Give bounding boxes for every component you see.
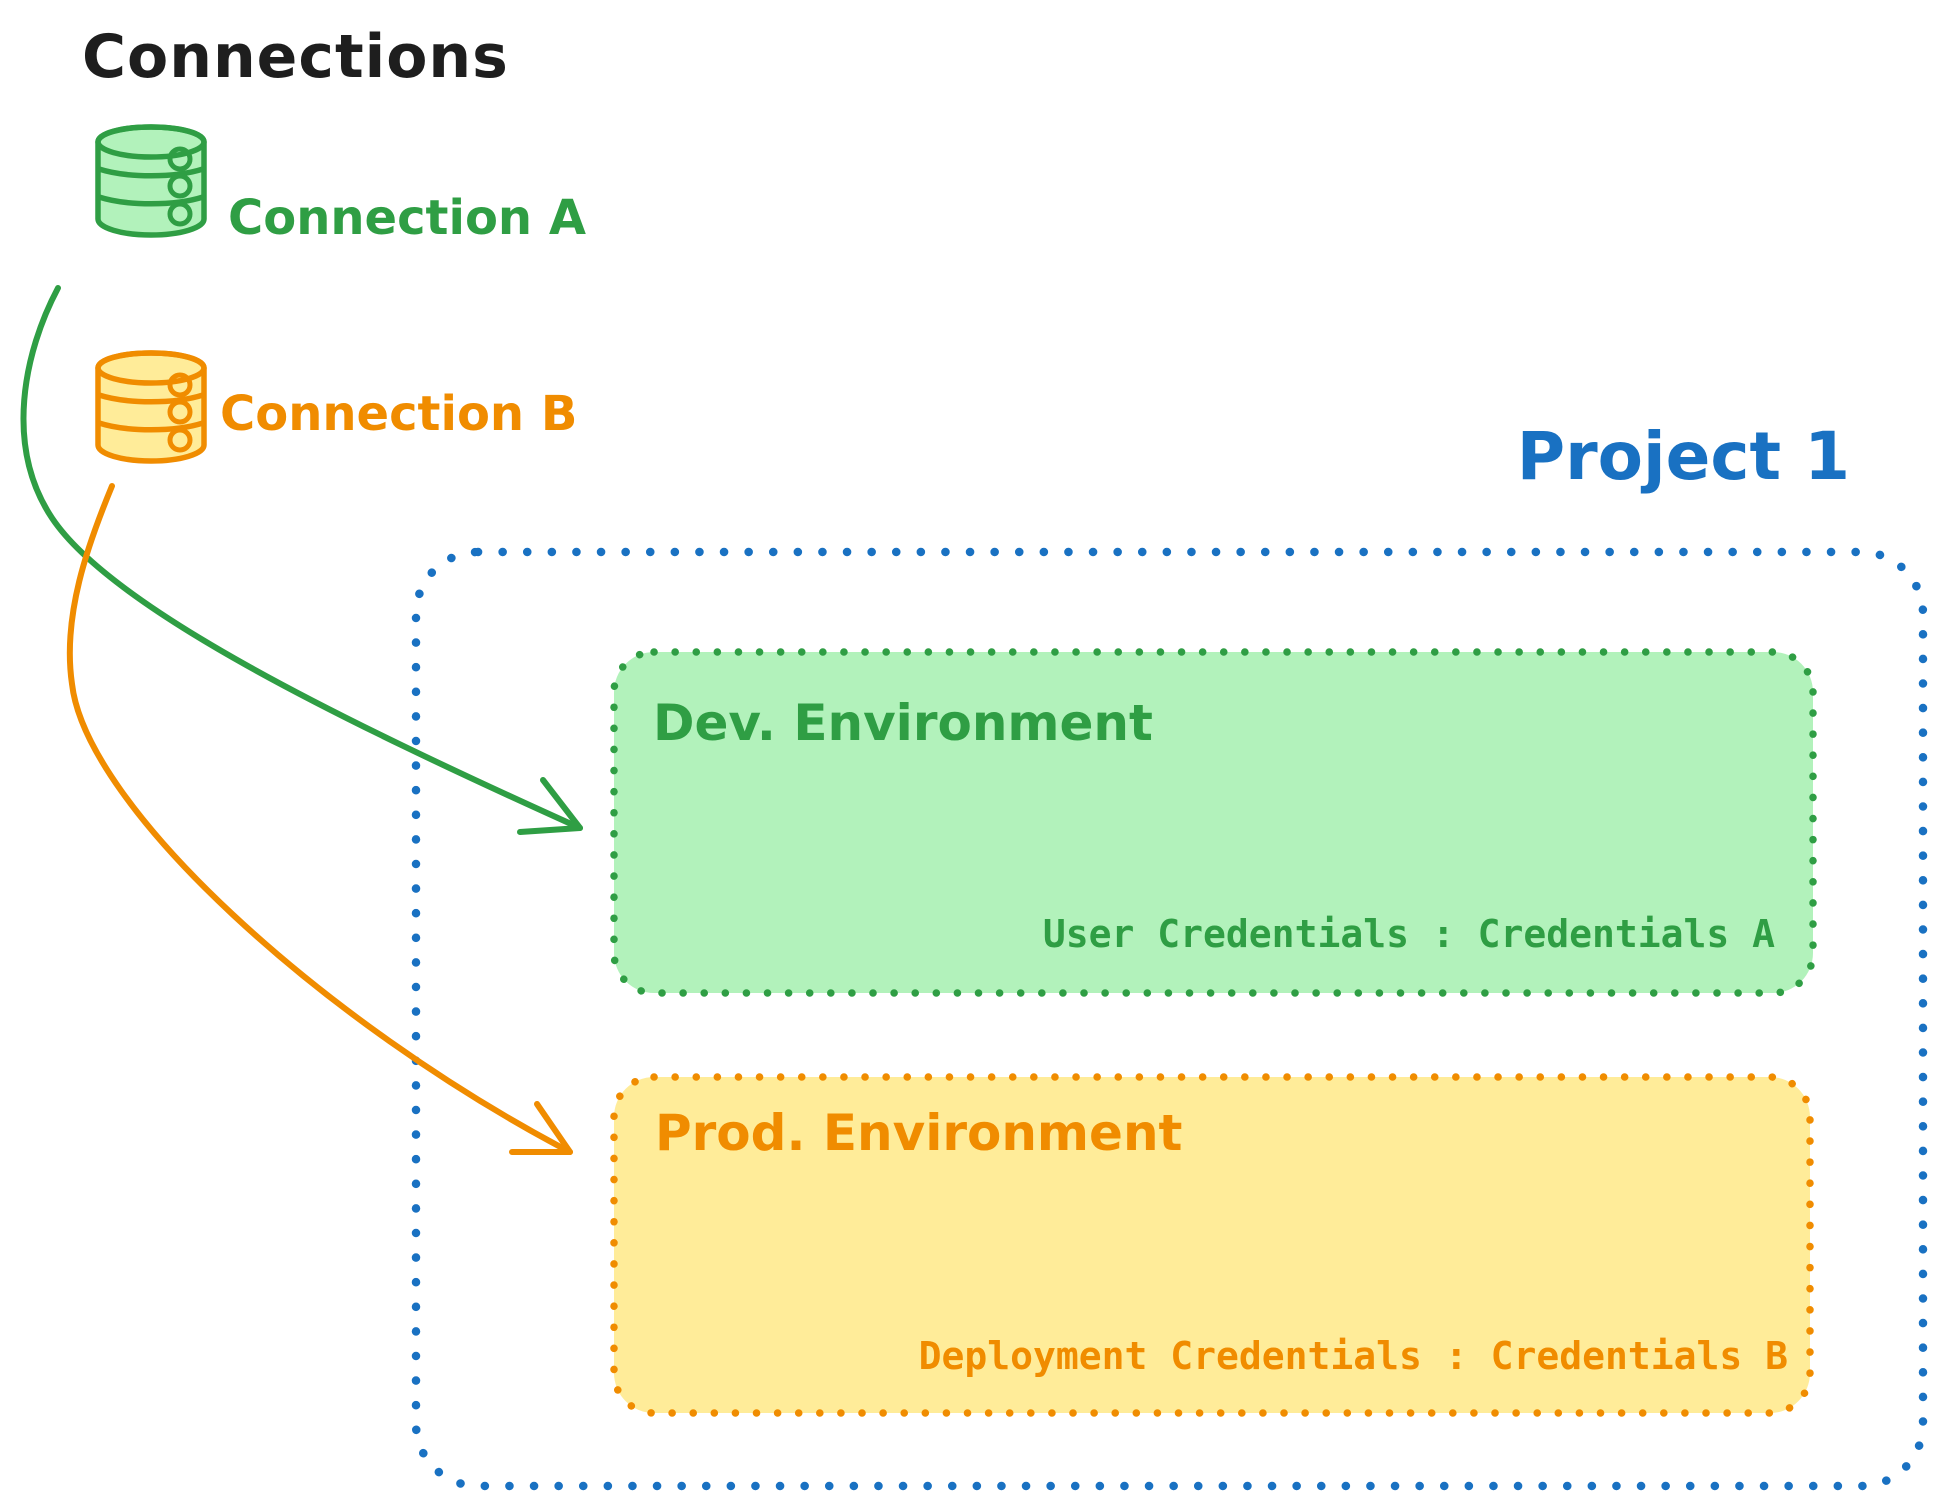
database-a-icon: [95, 124, 207, 238]
project-title: Project 1: [1516, 418, 1850, 495]
dev-environment-box: [610, 648, 1817, 997]
connection-b-arrow: [66, 483, 573, 1155]
dev-environment-title: Dev. Environment: [653, 694, 1153, 752]
connection-a-arrow: [20, 285, 583, 835]
prod-environment-box: [610, 1073, 1814, 1417]
connection-a-label: Connection A: [228, 190, 586, 246]
connections-title: Connections: [82, 22, 509, 92]
connection-b-label: Connection B: [220, 386, 578, 442]
database-b-icon: [95, 350, 207, 464]
prod-credentials-text: Deployment Credentials : Credentials B: [918, 1334, 1788, 1378]
dev-credentials-text: User Credentials : Credentials A: [1042, 912, 1775, 956]
project-container-border: [411, 547, 1928, 1491]
prod-environment-title: Prod. Environment: [655, 1104, 1183, 1162]
